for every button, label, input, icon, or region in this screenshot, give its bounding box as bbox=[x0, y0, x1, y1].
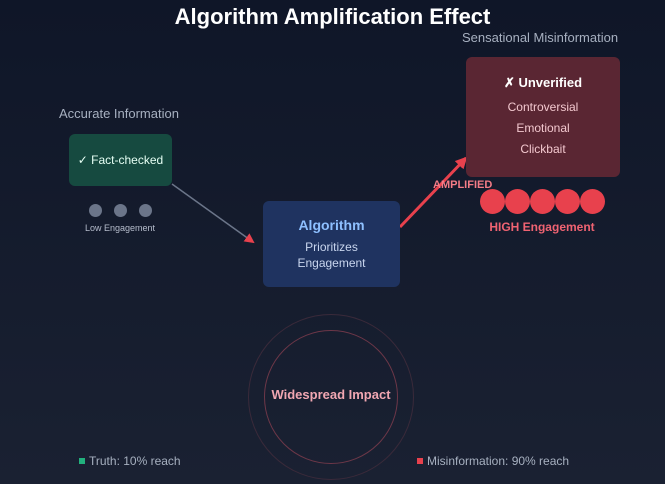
fact-checked-label: ✓ Fact-checked bbox=[77, 153, 164, 167]
low-engagement-label: Low Engagement bbox=[84, 223, 156, 233]
legend-misinfo-swatch bbox=[417, 458, 423, 464]
accurate-caption: Accurate Information bbox=[59, 106, 179, 121]
misinfo-item: Controversial bbox=[507, 99, 579, 114]
impact-inner-ring bbox=[264, 330, 398, 464]
unverified-box: ✗ Unverified Controversial Emotional Cli… bbox=[466, 57, 620, 177]
high-engagement-label: HIGH Engagement bbox=[489, 220, 595, 234]
algorithm-line2: Engagement bbox=[297, 256, 366, 270]
amplified-label: AMPLIFIED bbox=[433, 179, 493, 191]
high-engagement-dot bbox=[530, 189, 555, 214]
misinfo-caption: Sensational Misinformation bbox=[462, 30, 619, 45]
high-engagement-dot bbox=[480, 189, 505, 214]
impact-outer-ring bbox=[248, 314, 414, 480]
algorithm-line1: Prioritizes bbox=[305, 240, 358, 254]
algorithm-box: Algorithm Prioritizes Engagement bbox=[263, 201, 400, 287]
legend-truth-swatch bbox=[79, 458, 85, 464]
diagram-title: Algorithm Amplification Effect bbox=[174, 4, 491, 29]
widespread-impact-label: Widespread Impact bbox=[271, 387, 391, 402]
low-engagement-dot bbox=[114, 204, 127, 217]
unverified-title: ✗ Unverified bbox=[503, 74, 583, 90]
legend-truth: Truth: 10% reach bbox=[79, 454, 181, 468]
accurate-to-algorithm-arrow bbox=[171, 183, 255, 244]
algorithm-to-misinfo-arrow bbox=[398, 156, 468, 229]
legend-misinfo: Misinformation: 90% reach bbox=[417, 454, 569, 468]
misinfo-item: Emotional bbox=[516, 120, 570, 135]
low-engagement-dot bbox=[89, 204, 102, 217]
legend-misinfo-label: Misinformation: 90% reach bbox=[427, 454, 570, 468]
low-engagement-dot bbox=[139, 204, 152, 217]
high-engagement-dot bbox=[580, 189, 605, 214]
misinfo-item: Clickbait bbox=[520, 141, 566, 156]
legend-truth-label: Truth: 10% reach bbox=[89, 454, 181, 468]
algorithm-title: Algorithm bbox=[298, 217, 365, 233]
high-engagement-dot bbox=[555, 189, 580, 214]
high-engagement-dot bbox=[505, 189, 530, 214]
fact-checked-box: ✓ Fact-checked bbox=[69, 134, 172, 186]
